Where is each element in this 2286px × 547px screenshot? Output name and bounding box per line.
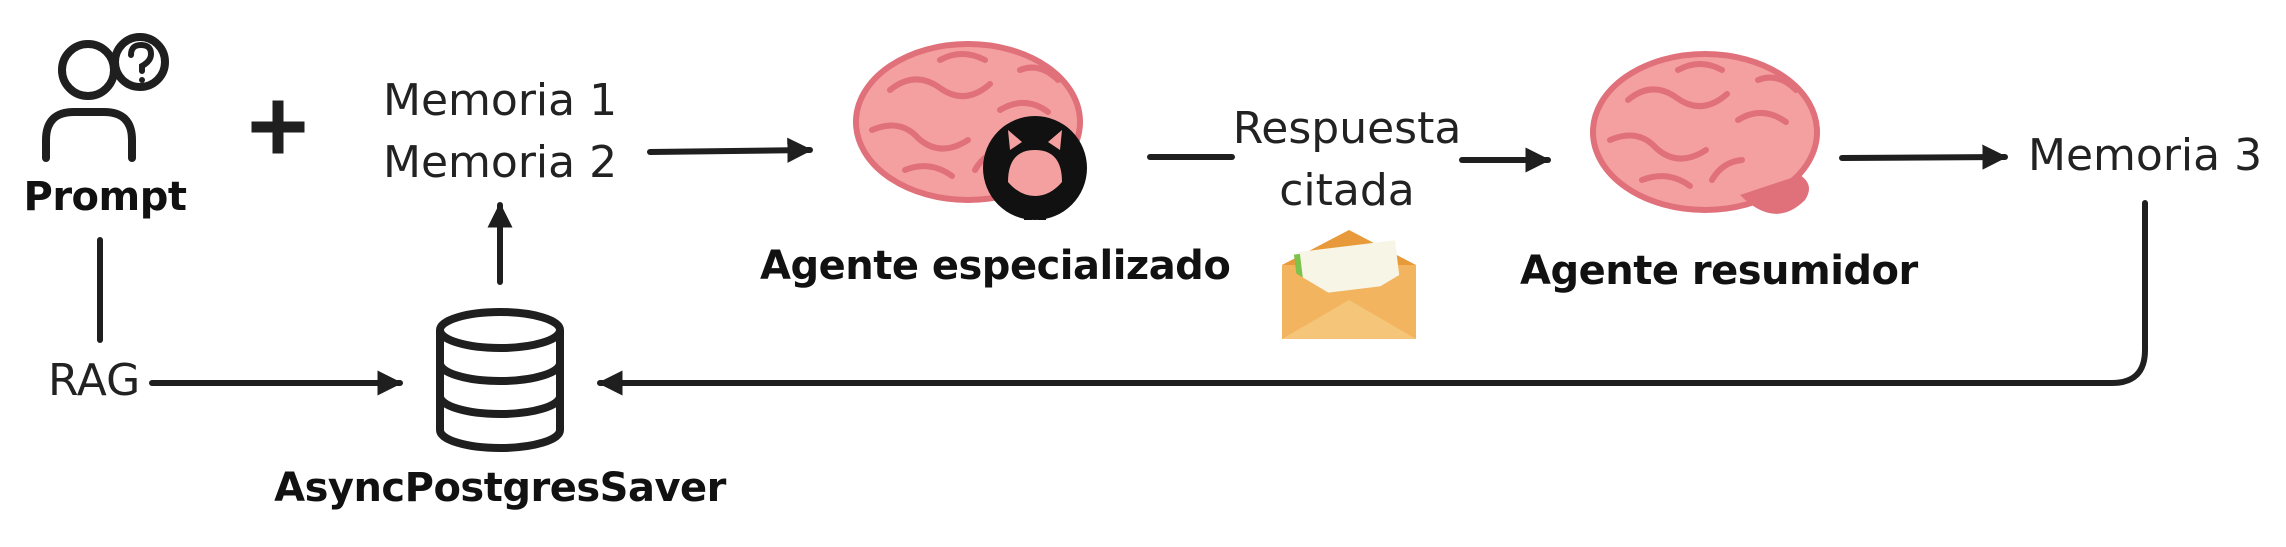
summarizer-agent-label: Agente resumidor (1520, 248, 1918, 294)
rag-label: RAG (48, 355, 141, 406)
prompt-label: Prompt (23, 174, 187, 220)
memory-3-label: Memoria 3 (2028, 130, 2263, 181)
response-line-1: Respuesta (1232, 103, 1462, 154)
memory-2-label: Memoria 2 (383, 137, 618, 188)
brain-icon (1590, 51, 1820, 214)
envelope-icon (1282, 230, 1416, 339)
arrow-memories-to-agent (647, 137, 813, 163)
user-question-icon (42, 33, 169, 162)
response-label: Respuesta citada (1225, 98, 1469, 222)
memories-in-label: Memoria 1 Memoria 2 (383, 70, 617, 194)
plus-icon (251, 100, 305, 154)
arrow-summarizer-to-memory3 (1839, 144, 2008, 170)
database-label: AsyncPostgresSaver (274, 465, 726, 511)
database-icon (436, 308, 564, 452)
brain-github-icon (853, 41, 1087, 220)
memory-1-label: Memoria 1 (383, 75, 618, 126)
specialized-agent-label: Agente especializado (760, 243, 1231, 289)
connectors (97, 137, 2148, 396)
line-memory3-to-database (597, 200, 2148, 396)
response-line-2: citada (1279, 165, 1415, 216)
